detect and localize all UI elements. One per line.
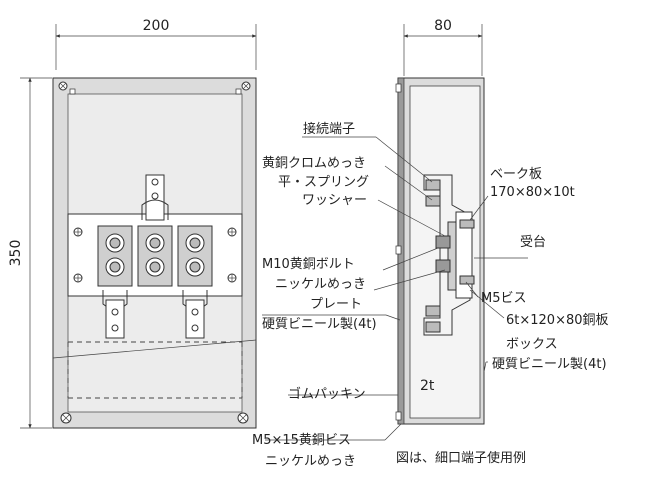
side-view: 80 bbox=[395, 18, 485, 425]
label-m5-screw: M5ビス bbox=[481, 291, 527, 306]
label-box-2: 硬質ビニール製(4t) bbox=[492, 357, 607, 372]
height-dimension-label: 350 bbox=[8, 240, 24, 267]
width-dimension-label: 200 bbox=[143, 18, 170, 34]
label-bake-board-2: 170×80×10t bbox=[490, 185, 575, 200]
bake-board-screws bbox=[73, 227, 237, 283]
label-box-1: ボックス bbox=[506, 337, 558, 352]
label-plate-2: 硬質ビニール製(4t) bbox=[262, 317, 377, 332]
label-terminal: 接続端子 bbox=[303, 121, 355, 137]
bottom-left-lug bbox=[102, 290, 128, 339]
label-rubber-packing: ゴムパッキン bbox=[288, 386, 366, 402]
label-bolt-2: ニッケルめっき bbox=[275, 277, 366, 292]
top-terminal-lug bbox=[141, 174, 169, 221]
label-bolt-1: M10黄銅ボルト bbox=[262, 257, 355, 272]
depth-dimension-label: 80 bbox=[434, 18, 452, 34]
bottom-right-lug bbox=[182, 290, 208, 339]
label-chrome-plating: 黄銅クロムめっき bbox=[262, 156, 366, 171]
label-m5x15-1: M5×15黄銅ビス bbox=[252, 433, 351, 448]
caption: 図は、細口端子使用例 bbox=[396, 450, 526, 466]
height-dimension: 350 bbox=[8, 77, 52, 429]
label-copper-plate: 6t×120×80銅板 bbox=[506, 313, 609, 328]
label-plate-1: プレート bbox=[310, 297, 362, 312]
label-bake-board-1: ベーク板 bbox=[490, 167, 542, 182]
label-gasket-thickness: 2t bbox=[420, 378, 435, 394]
copper-plate-side bbox=[447, 221, 457, 291]
dashed-box-outline bbox=[52, 339, 257, 399]
label-m5x15-2: ニッケルめっき bbox=[265, 454, 356, 469]
front-view: 200 350 bbox=[8, 18, 257, 429]
side-bolts bbox=[425, 179, 475, 333]
terminal-nuts bbox=[105, 233, 205, 277]
width-dimension: 200 bbox=[55, 18, 257, 70]
leader-lines bbox=[262, 136, 528, 441]
label-washer-2: ワッシャー bbox=[302, 193, 367, 208]
label-stand: 受台 bbox=[520, 235, 546, 250]
depth-dimension: 80 bbox=[403, 18, 483, 76]
label-washer-1: 平・スプリング bbox=[278, 175, 369, 190]
corner-screws bbox=[58, 81, 251, 424]
